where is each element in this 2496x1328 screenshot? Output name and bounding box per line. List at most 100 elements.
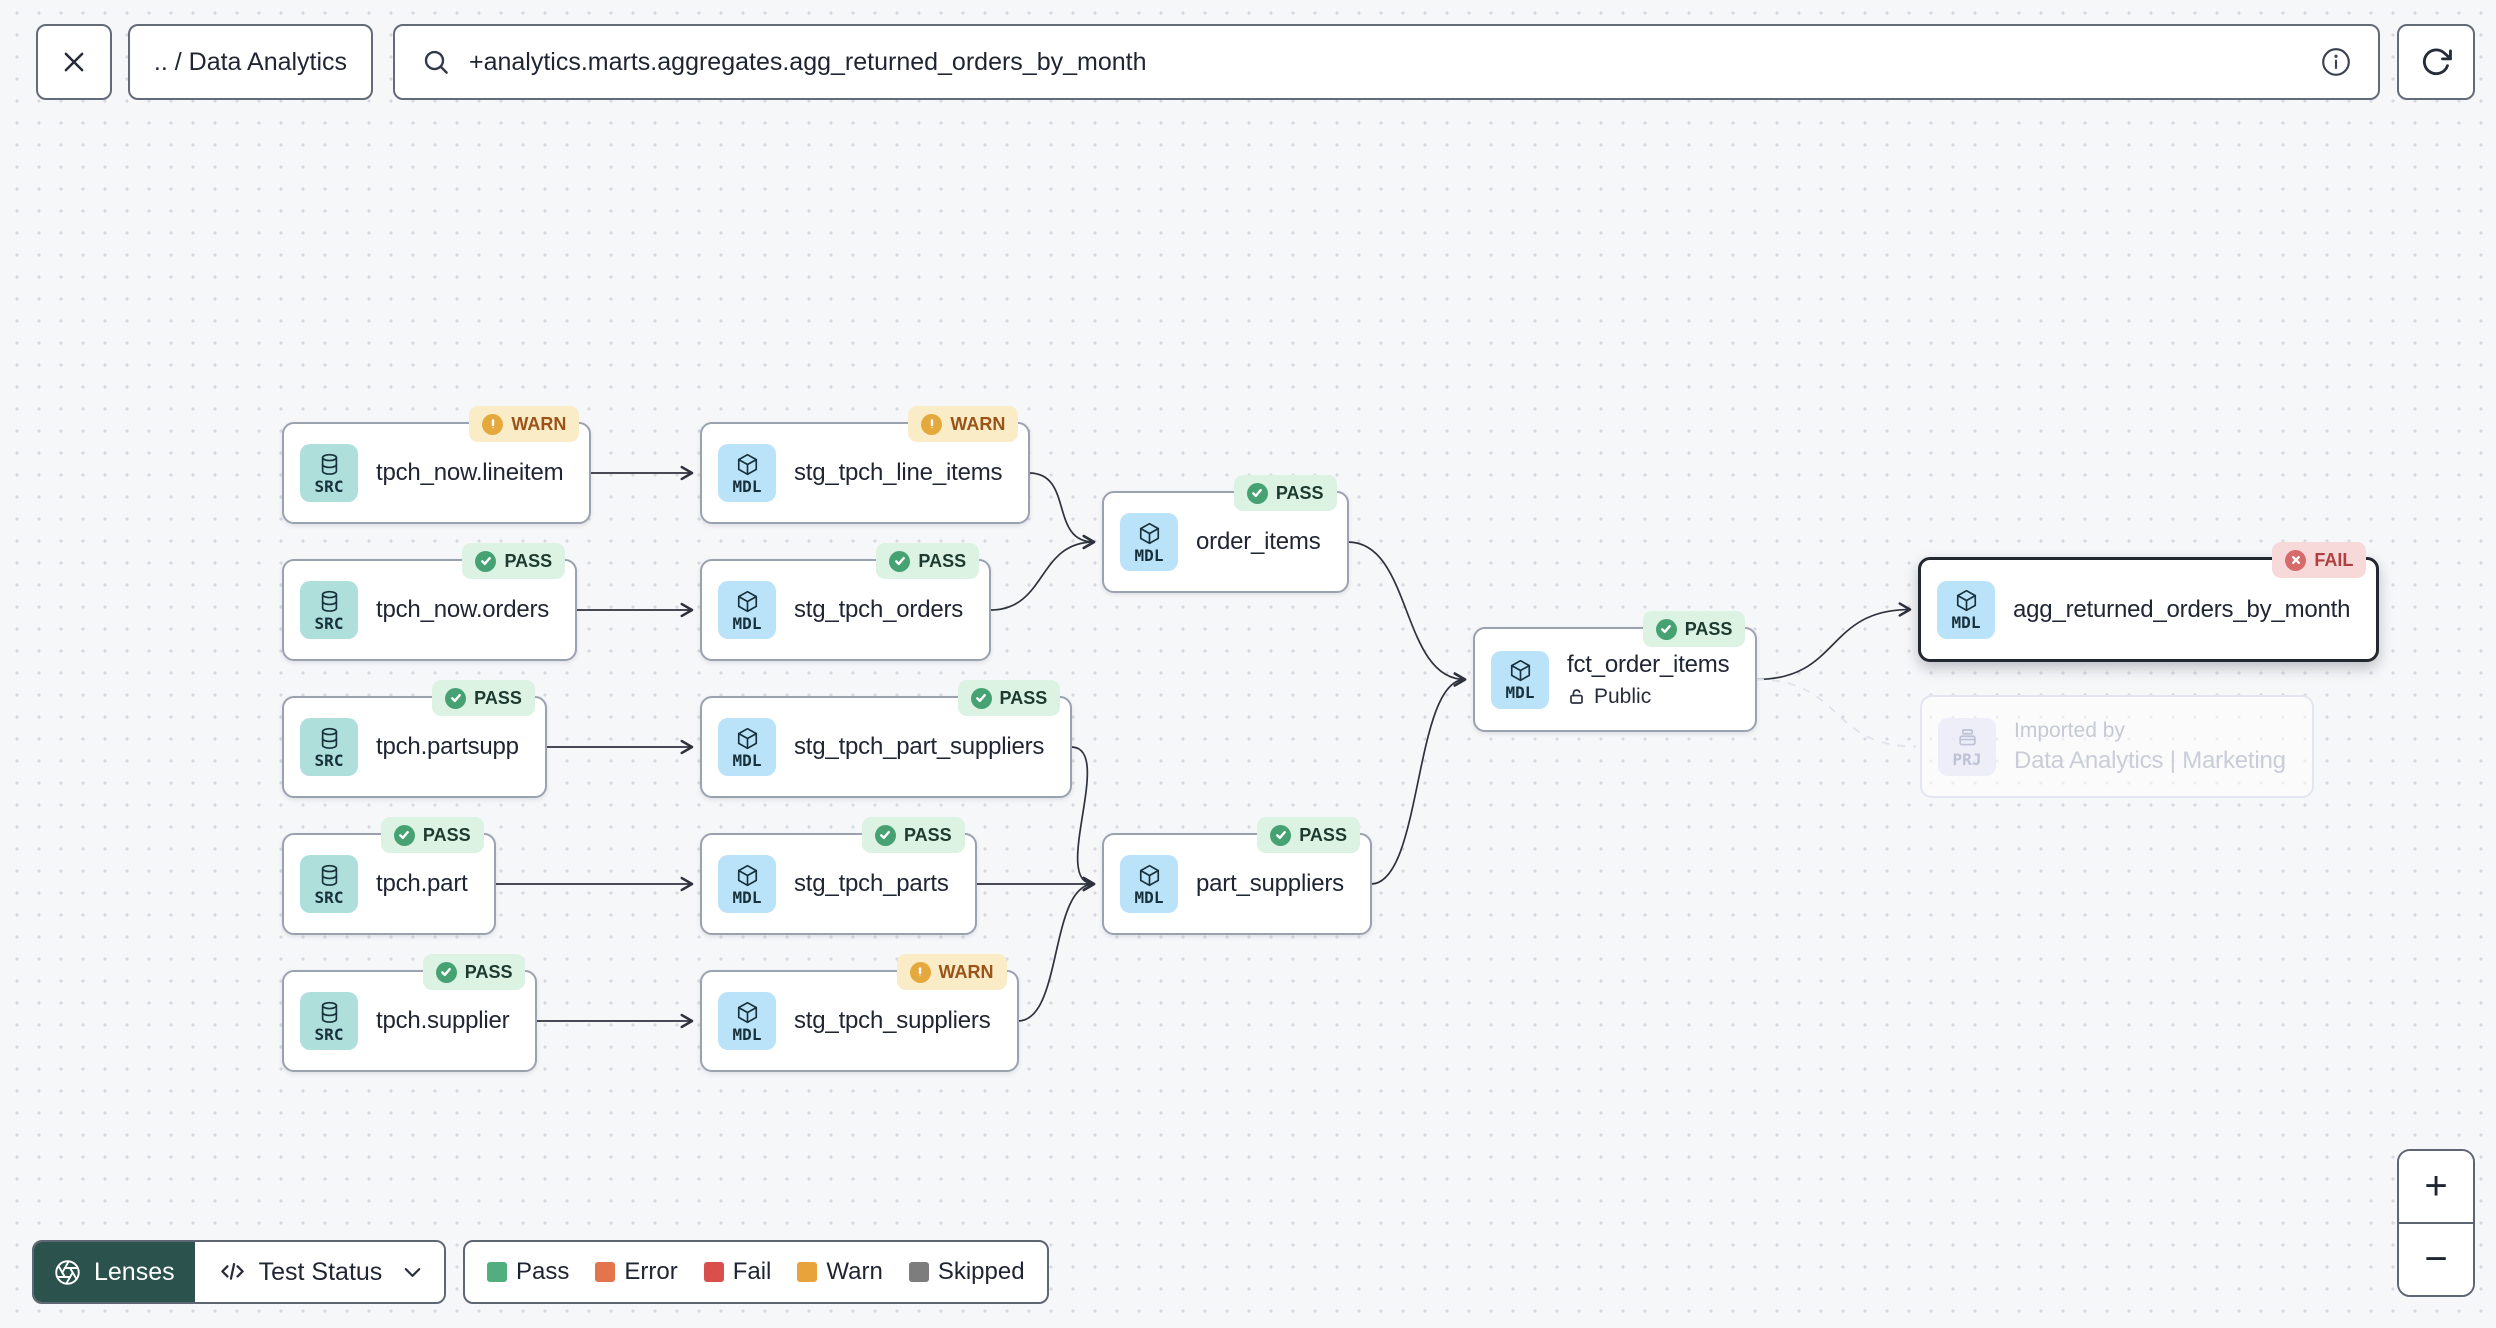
check-icon <box>874 824 896 846</box>
exclaim-icon <box>921 413 943 435</box>
cross-icon <box>2285 549 2307 571</box>
status-badge-label: WARN <box>511 413 567 434</box>
node-stg_tpch_orders[interactable]: PASS MDL stg_tpch_orders <box>700 543 992 661</box>
chip-label: MDL <box>732 476 762 496</box>
node-text: order_items <box>1196 528 1321 556</box>
status-badge-pass: PASS <box>462 543 566 579</box>
node-label: stg_tpch_suppliers <box>794 1007 991 1034</box>
status-badge-label: WARN <box>938 961 994 982</box>
status-badge-pass: PASS <box>1257 817 1360 853</box>
node-label: tpch.supplier <box>376 1007 510 1034</box>
status-badge-label: PASS <box>422 824 471 845</box>
node-order_items[interactable]: PASS MDL order_items <box>1102 475 1349 593</box>
lens-selector[interactable]: Test Status <box>194 1242 445 1302</box>
project-icon: PRJ <box>1938 717 1996 776</box>
lenses-label: Lenses <box>94 1257 175 1286</box>
chip-label: MDL <box>732 887 762 907</box>
search-icon <box>421 47 451 77</box>
check-icon <box>1270 824 1292 846</box>
search-input[interactable] <box>469 47 2302 77</box>
cube-icon: MDL <box>718 718 776 776</box>
legend-swatch <box>595 1262 616 1282</box>
lineage-edge <box>1017 876 1096 1022</box>
node-label: Data Analytics | Marketing <box>2014 746 2286 774</box>
legend-label: Fail <box>732 1258 772 1285</box>
node-label: stg_tpch_parts <box>794 870 949 897</box>
status-badge-pass: PASS <box>861 817 965 853</box>
legend-swatch <box>797 1262 818 1282</box>
node-text: part_suppliers <box>1196 870 1344 898</box>
node-part_suppliers[interactable]: PASS MDL part_suppliers <box>1102 817 1372 935</box>
node-text: tpch_now.orders <box>376 596 549 624</box>
chip-label: MDL <box>732 613 762 633</box>
chip-label: MDL <box>1505 683 1535 702</box>
zoom-in-button[interactable]: + <box>2399 1151 2473 1222</box>
cube-icon: MDL <box>1937 580 1995 639</box>
status-badge-pass: PASS <box>1642 611 1746 647</box>
node-label: tpch_now.lineitem <box>376 459 564 486</box>
status-badge-fail: FAIL <box>2272 542 2367 578</box>
node-stg_tpch_parts[interactable]: PASS MDL stg_tpch_parts <box>700 817 977 935</box>
node-label: part_suppliers <box>1196 870 1344 897</box>
zoom-out-button[interactable]: − <box>2399 1222 2473 1295</box>
check-icon <box>435 961 457 983</box>
lineage-edge <box>1070 746 1096 892</box>
node-text: stg_tpch_part_suppliers <box>794 733 1044 761</box>
cube-icon: MDL <box>1120 855 1178 913</box>
status-badge-label: PASS <box>999 687 1048 708</box>
node-label: stg_tpch_orders <box>794 596 964 623</box>
chip-label: MDL <box>1134 887 1164 907</box>
refresh-icon <box>2419 45 2453 79</box>
node-text: tpch.supplier <box>376 1007 510 1035</box>
check-icon <box>445 687 467 709</box>
legend-label: Warn <box>826 1258 883 1285</box>
code-icon <box>219 1259 246 1286</box>
node-tpch_supplier[interactable]: PASS SRC tpch.supplier <box>282 954 538 1072</box>
status-badge-pass: PASS <box>1233 475 1337 511</box>
status-badge-warn: WARN <box>469 406 580 442</box>
node-text: tpch.part <box>376 870 468 898</box>
status-badge-pass: PASS <box>876 543 980 579</box>
node-label: fct_order_items <box>1567 650 1730 678</box>
chip-label: MDL <box>1134 545 1164 565</box>
breadcrumb-label: .. / Data Analytics <box>153 47 348 76</box>
status-badge-label: PASS <box>1275 482 1324 503</box>
legend-item-fail: Fail <box>703 1258 772 1286</box>
status-badge-label: FAIL <box>2314 549 2354 570</box>
node-stg_tpch_part_suppliers[interactable]: PASS MDL stg_tpch_part_suppliers <box>700 680 1073 798</box>
zoom-controls: + − <box>2397 1149 2475 1297</box>
status-badge-pass: PASS <box>957 680 1061 716</box>
breadcrumb[interactable]: .. / Data Analytics <box>128 24 373 100</box>
status-badge-pass: PASS <box>422 954 526 990</box>
chip-label: MDL <box>732 750 762 770</box>
node-text: stg_tpch_parts <box>794 870 949 898</box>
node-label: tpch.part <box>376 870 468 897</box>
node-label: order_items <box>1196 528 1321 555</box>
close-button[interactable] <box>36 24 112 100</box>
chip-label: SRC <box>314 1024 344 1044</box>
refresh-button[interactable] <box>2397 24 2475 100</box>
status-badge-label: PASS <box>903 824 952 845</box>
search-bar[interactable] <box>393 24 2380 100</box>
info-icon[interactable] <box>2320 46 2352 78</box>
node-access-level: Public <box>1567 685 1729 709</box>
legend-item-error: Error <box>595 1258 678 1286</box>
lenses-button[interactable]: Lenses <box>34 1242 195 1302</box>
status-badge-label: PASS <box>504 550 553 571</box>
close-icon <box>59 47 89 77</box>
database-icon: SRC <box>300 992 358 1050</box>
node-label: tpch.partsupp <box>376 733 519 760</box>
